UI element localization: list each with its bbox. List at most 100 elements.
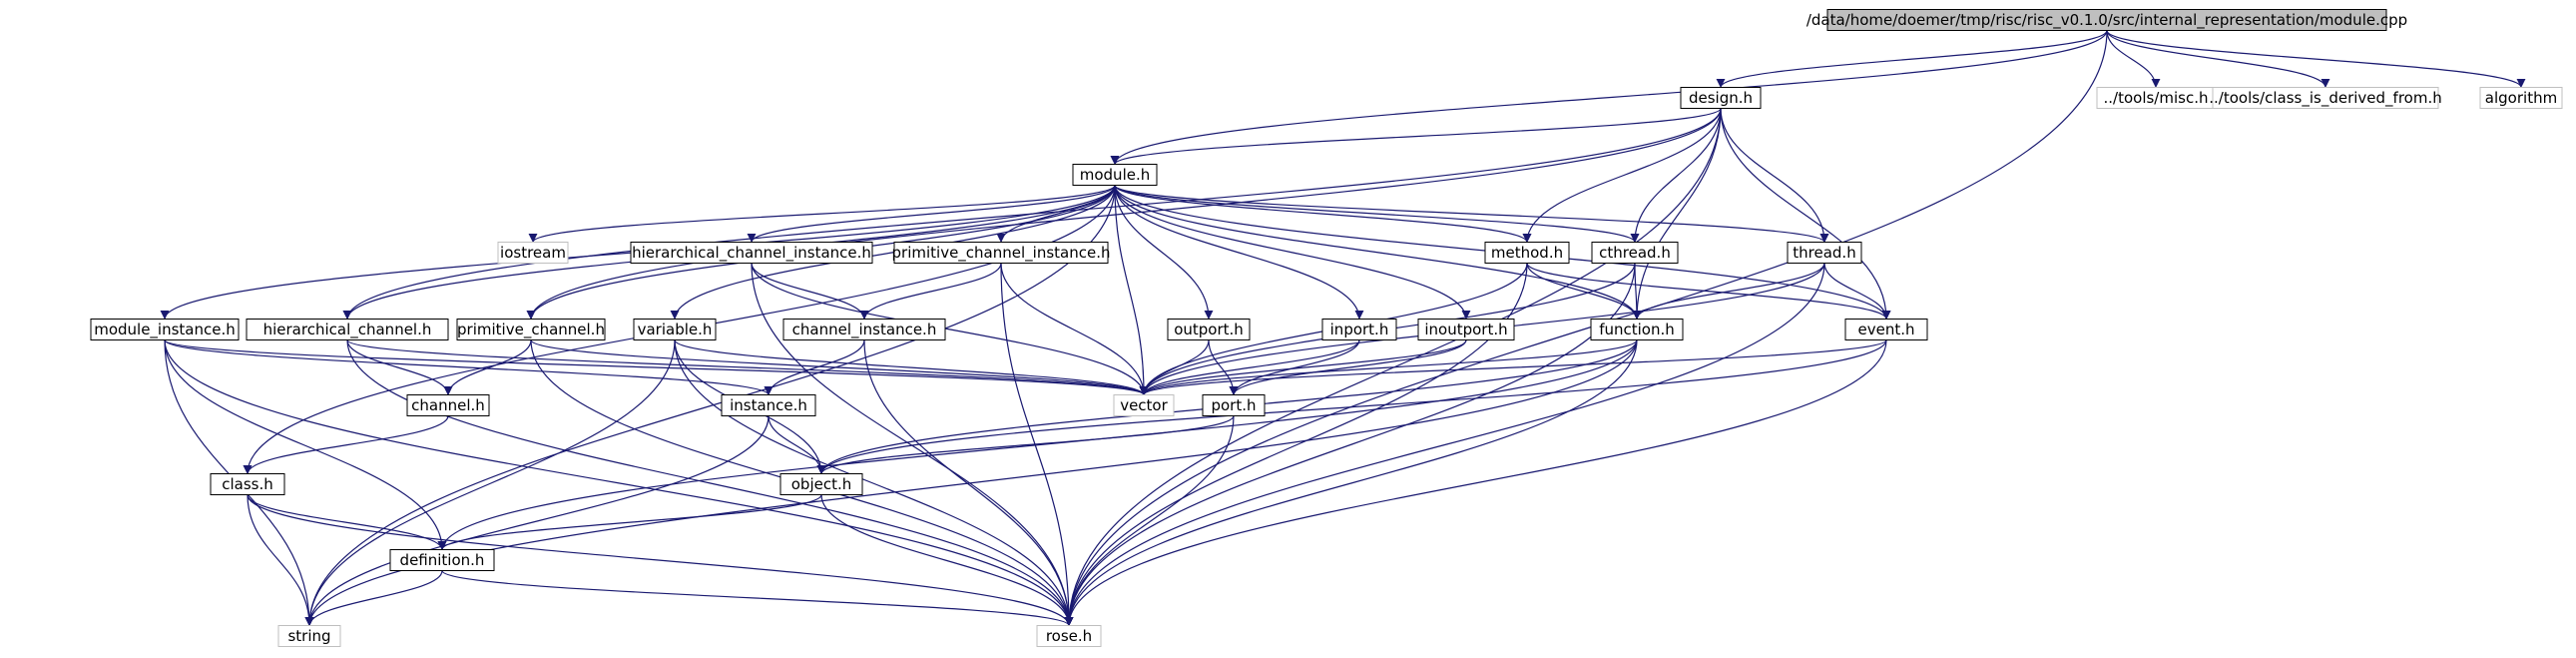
- edge-channel_instance_h-to-rose_h: [863, 339, 1074, 626]
- edge-thread_h-to-rose_h: [1064, 263, 1825, 626]
- node-rose_h[interactable]: rose.h: [1036, 625, 1102, 647]
- node-label: ../tools/misc.h: [2104, 89, 2209, 107]
- edge-module_h-to-vector: [1114, 185, 1149, 395]
- edge-module_cpp-to-design_h: [1716, 30, 2108, 88]
- node-box: [1680, 87, 1762, 109]
- edge-thread_h-to-function_h: [1632, 263, 1825, 320]
- node-label: ../tools/class_is_derived_from.h: [2209, 89, 2441, 108]
- node-label: object.h: [791, 475, 852, 493]
- node-algorithm[interactable]: algorithm: [2479, 87, 2563, 109]
- edge-module_cpp-to-misc_h: [2106, 30, 2161, 88]
- edge-design_h-to-primitive_channel_h: [526, 108, 1722, 320]
- edge-object_h-to-definition_h: [437, 494, 822, 550]
- node-label: design.h: [1689, 89, 1753, 107]
- edge-module_h-to-function_h: [1114, 185, 1642, 320]
- edge-function_h-to-vector: [1139, 338, 1638, 396]
- node-label: channel_instance.h: [792, 321, 937, 339]
- edge-primitive_channel_instance_h-to-channel_instance_h: [859, 263, 1002, 320]
- node-outport_h[interactable]: outport.h: [1167, 319, 1251, 340]
- edge-object_h-to-rose_h: [820, 494, 1074, 626]
- node-label: module.h: [1080, 166, 1151, 184]
- node-box: [893, 242, 1109, 264]
- edge-hierarchical_channel_instance_h-to-channel_instance_h: [751, 263, 869, 320]
- edge-event_h-to-vector: [1139, 338, 1887, 396]
- edge-variable_h-to-vector: [674, 338, 1149, 396]
- node-box: [2479, 87, 2563, 109]
- node-channel_instance_h[interactable]: channel_instance.h: [782, 319, 946, 340]
- edge-channel_instance_h-to-instance_h: [764, 339, 865, 395]
- edge-inport_h-to-port_h: [1229, 339, 1360, 395]
- edge-function_h-to-definition_h: [437, 339, 1638, 550]
- edge-class_h-to-string: [247, 494, 314, 626]
- node-box: [1113, 394, 1175, 416]
- node-module_instance_h[interactable]: module_instance.h: [90, 319, 240, 340]
- node-label: inport.h: [1330, 321, 1389, 338]
- edge-module_cpp-to-algorithm: [2106, 30, 2526, 88]
- node-object_h[interactable]: object.h: [779, 473, 863, 495]
- edge-definition_h-to-string: [304, 570, 443, 626]
- node-event_h[interactable]: event.h: [1844, 319, 1928, 340]
- edge-port_h-to-rose_h: [1064, 415, 1235, 626]
- node-box: [497, 242, 569, 264]
- node-string[interactable]: string: [277, 625, 341, 647]
- node-function_h[interactable]: function.h: [1590, 319, 1684, 340]
- node-hierarchical_channel_instance_h[interactable]: hierarchical_channel_instance.h: [630, 242, 873, 264]
- node-port_h[interactable]: port.h: [1202, 394, 1266, 416]
- edge-variable_h-to-string: [304, 339, 676, 626]
- node-primitive_channel_instance_h[interactable]: primitive_channel_instance.h: [892, 242, 1111, 264]
- node-instance_h[interactable]: instance.h: [721, 394, 816, 416]
- node-class_h[interactable]: class.h: [210, 473, 285, 495]
- edge-event_h-to-rose_h: [1064, 339, 1887, 626]
- node-box: [633, 319, 717, 340]
- node-box: [1036, 625, 1102, 647]
- node-box: [277, 625, 341, 647]
- edge-primitive_channel_h-to-channel_h: [443, 339, 532, 395]
- node-box: [389, 549, 495, 571]
- node-method_h[interactable]: method.h: [1484, 242, 1570, 264]
- node-box: [246, 319, 449, 340]
- node-design_h[interactable]: design.h: [1680, 87, 1762, 109]
- edge-module_instance_h-to-definition_h: [164, 339, 447, 550]
- edge-module_cpp-to-class_is_derived_from_h: [2106, 30, 2330, 88]
- edge-cthread_h-to-function_h: [1632, 263, 1642, 320]
- edge-module_h-to-cthread_h: [1114, 184, 1640, 244]
- node-box: [1591, 242, 1679, 264]
- node-iostream[interactable]: iostream: [497, 242, 569, 264]
- node-thread_h[interactable]: thread.h: [1787, 242, 1862, 264]
- node-hierarchical_channel_h[interactable]: hierarchical_channel.h: [246, 319, 449, 340]
- node-label: string: [287, 627, 330, 645]
- edge-module_h-to-hierarchical_channel_instance_h: [747, 185, 1116, 243]
- node-box: [1202, 394, 1266, 416]
- node-primitive_channel_h[interactable]: primitive_channel.h: [456, 319, 606, 340]
- node-inoutport_h[interactable]: inoutport.h: [1417, 319, 1515, 340]
- edge-cthread_h-to-rose_h: [1064, 263, 1636, 626]
- node-vector[interactable]: vector: [1113, 394, 1175, 416]
- node-cthread_h[interactable]: cthread.h: [1591, 242, 1679, 264]
- node-variable_h[interactable]: variable.h: [633, 319, 717, 340]
- edge-primitive_channel_h-to-vector: [530, 338, 1149, 396]
- node-misc_h[interactable]: ../tools/misc.h: [2096, 87, 2216, 109]
- edge-module_h-to-iostream: [528, 184, 1116, 244]
- node-class_is_derived_from_h[interactable]: ../tools/class_is_derived_from.h: [2209, 87, 2442, 109]
- edge-function_h-to-rose_h: [1064, 339, 1638, 626]
- edge-channel_h-to-class_h: [243, 415, 449, 474]
- edge-hierarchical_channel_h-to-vector: [346, 338, 1149, 396]
- edge-inoutport_h-to-vector: [1139, 339, 1467, 395]
- node-box: [1787, 242, 1862, 264]
- node-module_cpp[interactable]: /data/home/doemer/tmp/risc/risc_v0.1.0/s…: [1806, 9, 2407, 31]
- node-label: definition.h: [400, 551, 485, 569]
- node-box: [779, 473, 863, 495]
- node-definition_h[interactable]: definition.h: [389, 549, 495, 571]
- node-label: module_instance.h: [94, 321, 236, 339]
- edge-module_h-to-string: [304, 185, 1116, 626]
- edge-hierarchical_channel_instance_h-to-vector: [751, 263, 1149, 395]
- node-channel_h[interactable]: channel.h: [406, 394, 490, 416]
- node-label: event.h: [1858, 321, 1915, 338]
- node-inport_h[interactable]: inport.h: [1321, 319, 1397, 340]
- node-box: [210, 473, 285, 495]
- node-module_h[interactable]: module.h: [1072, 164, 1158, 186]
- node-box: [1844, 319, 1928, 340]
- node-label: hierarchical_channel_instance.h: [632, 244, 871, 263]
- node-label: hierarchical_channel.h: [263, 321, 432, 339]
